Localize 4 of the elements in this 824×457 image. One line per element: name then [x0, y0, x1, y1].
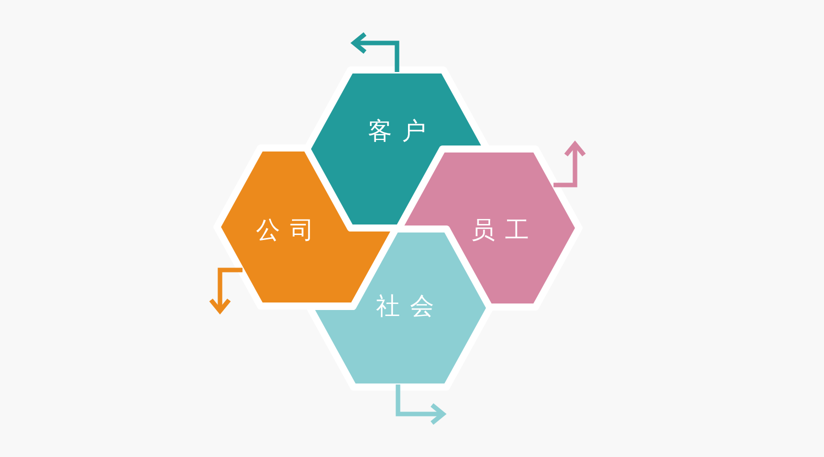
node-label: 客户: [367, 118, 436, 144]
node-label: 员工: [470, 216, 539, 244]
node-label: 社会: [375, 292, 444, 320]
node-label: 公司: [255, 216, 324, 244]
